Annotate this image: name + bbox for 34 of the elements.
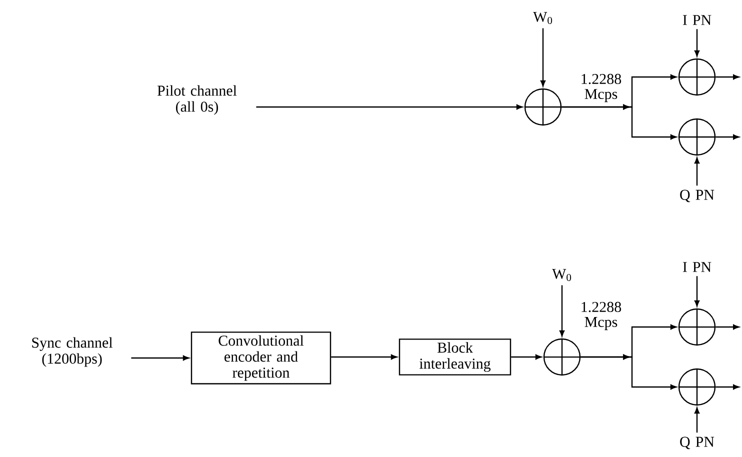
rate-label: 1.2288 Mcps [582,302,622,330]
arrow [694,29,700,57]
arrow [716,384,740,390]
arrow [540,28,546,87]
arrow [511,354,542,360]
signal-label: W$_{0}$ [552,268,572,282]
arrow [694,157,700,186]
signal-label: W$_{0}$ [533,12,552,24]
adder-symbol [678,308,716,346]
arrow [694,276,700,307]
arrow [256,104,523,110]
adder-symbol [678,368,716,406]
process-box: Block interleaving [398,338,512,376]
rate-label: 1.2288 Mcps [582,74,622,102]
arrow [694,407,700,433]
adder-symbol [543,338,581,376]
adder-symbol [524,88,562,126]
arrow [562,104,677,140]
signal-label: I PN [682,15,712,25]
process-box: Convolutional encoder and repetition [190,332,332,384]
signal-label: Sync channel (1200bps) [32,337,113,367]
signal-label: I PN [682,262,712,272]
arrow [580,354,677,390]
arrow [331,354,398,360]
adder-symbol [678,118,716,156]
arrow [716,74,740,80]
arrow [716,134,740,140]
arrow [716,324,740,330]
adder-symbol [678,58,716,96]
arrow [559,285,565,337]
signal-label: Q PN [680,190,714,202]
signal-label: Q PN [680,436,714,450]
arrow [131,355,190,361]
signal-label: Pilot channel (all 0s) [157,85,237,115]
